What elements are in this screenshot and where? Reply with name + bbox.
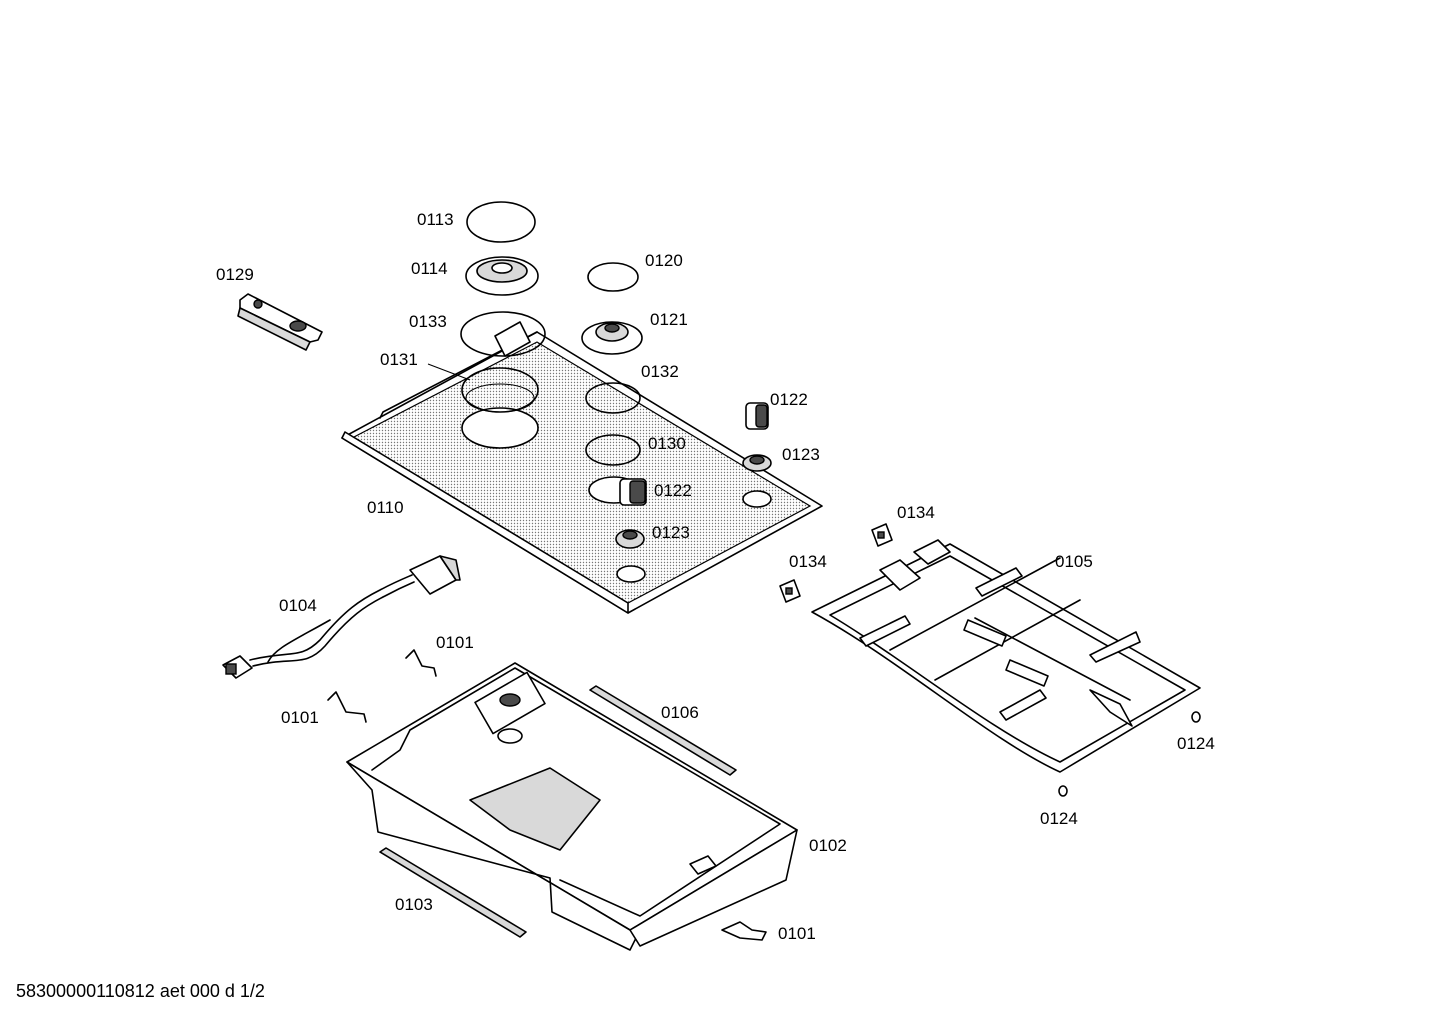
label-0133: 0133: [409, 312, 447, 331]
drawing-reference-footer: 58300000110812 aet 000 d 1/2: [16, 981, 265, 1001]
label-0122-upper: 0122: [770, 390, 808, 409]
seal-ring-0131: [461, 367, 539, 413]
trim-strip-0106: [589, 685, 737, 776]
ignition-bracket-0129: [237, 293, 323, 351]
label-0103: 0103: [395, 895, 433, 914]
label-0134-lower: 0134: [789, 552, 827, 571]
burner-head-small: [581, 321, 643, 355]
label-0131: 0131: [380, 350, 418, 369]
label-0120: 0120: [645, 251, 683, 270]
grate-foot-right: [1191, 711, 1201, 723]
label-0110: 0110: [367, 498, 404, 517]
seal-ring-0132: [585, 382, 641, 414]
label-0106: 0106: [661, 703, 699, 722]
label-0123-upper: 0123: [782, 445, 820, 464]
seal-ring-0130: [585, 434, 641, 466]
knob-bezel-lower: [615, 529, 645, 549]
control-knob-lower: [619, 478, 647, 506]
grate-clip-lower: [779, 579, 801, 603]
label-0130: 0130: [648, 434, 686, 453]
power-cord: [222, 555, 461, 679]
label-0129: 0129: [216, 265, 254, 284]
seal-ring-0133: [460, 311, 546, 357]
label-0101-upper: 0101: [436, 633, 474, 652]
label-0134-upper: 0134: [897, 503, 935, 522]
label-0122-lower: 0122: [654, 481, 692, 500]
label-0102: 0102: [809, 836, 847, 855]
grate-foot-bottom: [1058, 785, 1068, 797]
hob-top-plate: [341, 331, 823, 614]
grate-clip-upper: [871, 523, 893, 547]
control-knob-upper: [745, 402, 769, 430]
burner-cap-large: [466, 201, 536, 243]
label-0105: 0105: [1055, 552, 1093, 571]
leader-line-0131: [427, 363, 471, 381]
spring-clip-upper: [405, 649, 437, 677]
knob-bezel-upper: [742, 454, 772, 472]
spring-clip-bottom: [721, 921, 767, 941]
burner-head-large: [465, 256, 539, 296]
pan-support-grate: [811, 539, 1201, 773]
label-0113: 0113: [417, 210, 454, 229]
burner-cap-small: [587, 262, 639, 292]
label-0124-right: 0124: [1177, 734, 1215, 753]
label-0101-bottom: 0101: [778, 924, 816, 943]
label-0104: 0104: [279, 596, 317, 615]
base-tray: [346, 662, 798, 951]
spring-clip-left: [327, 691, 367, 723]
trim-strip-0103: [379, 847, 527, 938]
label-0101-left: 0101: [281, 708, 319, 727]
label-0124-bottom: 0124: [1040, 809, 1078, 828]
label-0132: 0132: [641, 362, 679, 381]
label-0114: 0114: [411, 259, 448, 278]
label-0123-lower: 0123: [652, 523, 690, 542]
label-0121: 0121: [650, 310, 688, 329]
